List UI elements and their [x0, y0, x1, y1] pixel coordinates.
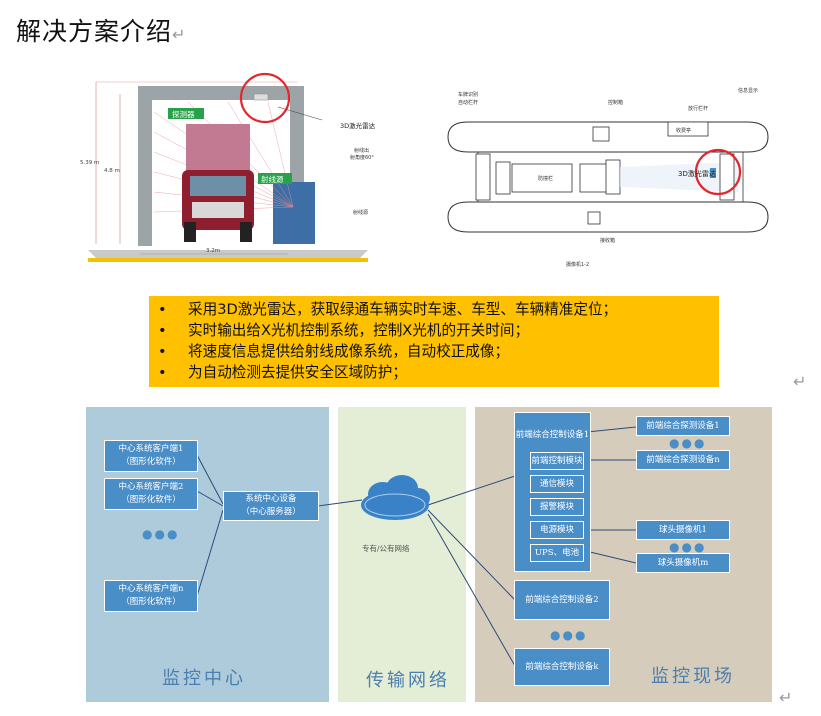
page-title-text: 解决方案介绍: [16, 17, 173, 46]
module-alarm: 报警模块: [530, 498, 584, 516]
bullet-item: •实时输出给X光机控制系统，控制X光机的开关时间；: [158, 322, 530, 339]
camera-ellipsis: ●●●: [669, 540, 707, 554]
plan-label-4: 信息显示: [738, 87, 758, 94]
detector-ellipsis: ●●●: [669, 436, 707, 450]
plan-label-3: 放行栏杆: [688, 105, 708, 112]
module-power: 电源模块: [530, 521, 584, 539]
controller-k-box: 前端综合控制设备k: [514, 648, 610, 686]
controller-ellipsis: ●●●: [550, 628, 588, 642]
source-label: 射线源: [261, 174, 284, 184]
camera-box-m: 球头摄像机m: [636, 553, 730, 573]
bullet-item: •将速度信息提供给射线成像系统，自动校正成像；: [158, 343, 510, 360]
source-label-2: 射线源: [353, 209, 368, 216]
plan-label-7: 接收箱: [600, 237, 615, 244]
plan-view-illustration: 3D激光雷达 车牌识别 自动栏杆 控制箱 放行栏杆 信息显示 收费亭 防撞栏 接…: [438, 82, 783, 272]
xray-portal-illustration: 5.39 m 4.8 m 3.2m 探测器 射线源 3D激光雷达 射线出 射角度…: [78, 72, 378, 267]
angle-label-2: 射角度60°: [350, 154, 374, 161]
panel-title-network: 传输网络: [366, 670, 450, 691]
module-communication: 通信模块: [530, 475, 584, 493]
plan-label-6: 防撞栏: [538, 175, 553, 182]
plan-label-0: 车牌识别: [458, 91, 478, 98]
page-title: 解决方案介绍↵: [16, 12, 186, 48]
bullet-item: •采用3D激光雷达，获取绿通车辆实时车速、车型、车辆精准定位；: [158, 301, 618, 318]
feature-bullet-box: •采用3D激光雷达，获取绿通车辆实时车速、车型、车辆精准定位； •实时输出给X光…: [149, 296, 719, 387]
controller-2-box: 前端综合控制设备2: [514, 580, 610, 620]
dim-539-label: 5.39 m: [80, 160, 99, 166]
detector-box-n: 前端综合探测设备n: [636, 450, 730, 470]
client-box-2: 中心系统客户端2（图形化软件）: [104, 478, 198, 510]
detector-box-1: 前端综合探测设备1: [636, 416, 730, 436]
module-ups: UPS、电池: [530, 544, 584, 562]
client-ellipsis: ●●●: [142, 527, 180, 541]
lidar-label-right: 3D激光雷达: [678, 169, 716, 178]
return-mark-2: ↵: [779, 688, 793, 707]
bullet-item: •为自动检测去提供安全区域防护；: [158, 364, 407, 381]
plan-label-2: 控制箱: [608, 99, 623, 106]
client-box-n: 中心系统客户端n（图形化软件）: [104, 580, 198, 612]
lidar-label-left: 3D激光雷达: [340, 121, 376, 130]
panel-transmission-network: [338, 407, 466, 702]
module-control: 前端控制模块: [530, 452, 584, 470]
detector-label: 探测器: [172, 109, 195, 119]
network-label: 专有/公有网络: [362, 544, 410, 553]
return-mark: ↵: [172, 25, 187, 44]
plan-label-8: 摄像机1-2: [566, 261, 589, 268]
panel-title-site: 监控现场: [651, 666, 735, 687]
angle-label: 射线出: [354, 147, 369, 154]
return-mark-1: ↵: [793, 372, 807, 391]
dim-48-label: 4.8 m: [104, 168, 120, 174]
panel-title-center: 监控中心: [162, 668, 246, 689]
plan-label-1: 自动栏杆: [458, 99, 478, 106]
client-box-1: 中心系统客户端1（图形化软件）: [104, 440, 198, 472]
central-server-box: 系统中心设备（中心服务器）: [223, 491, 319, 521]
dim-32-label: 3.2m: [206, 248, 220, 254]
camera-box-1: 球头摄像机1: [636, 520, 730, 540]
plan-label-5: 收费亭: [676, 127, 691, 134]
